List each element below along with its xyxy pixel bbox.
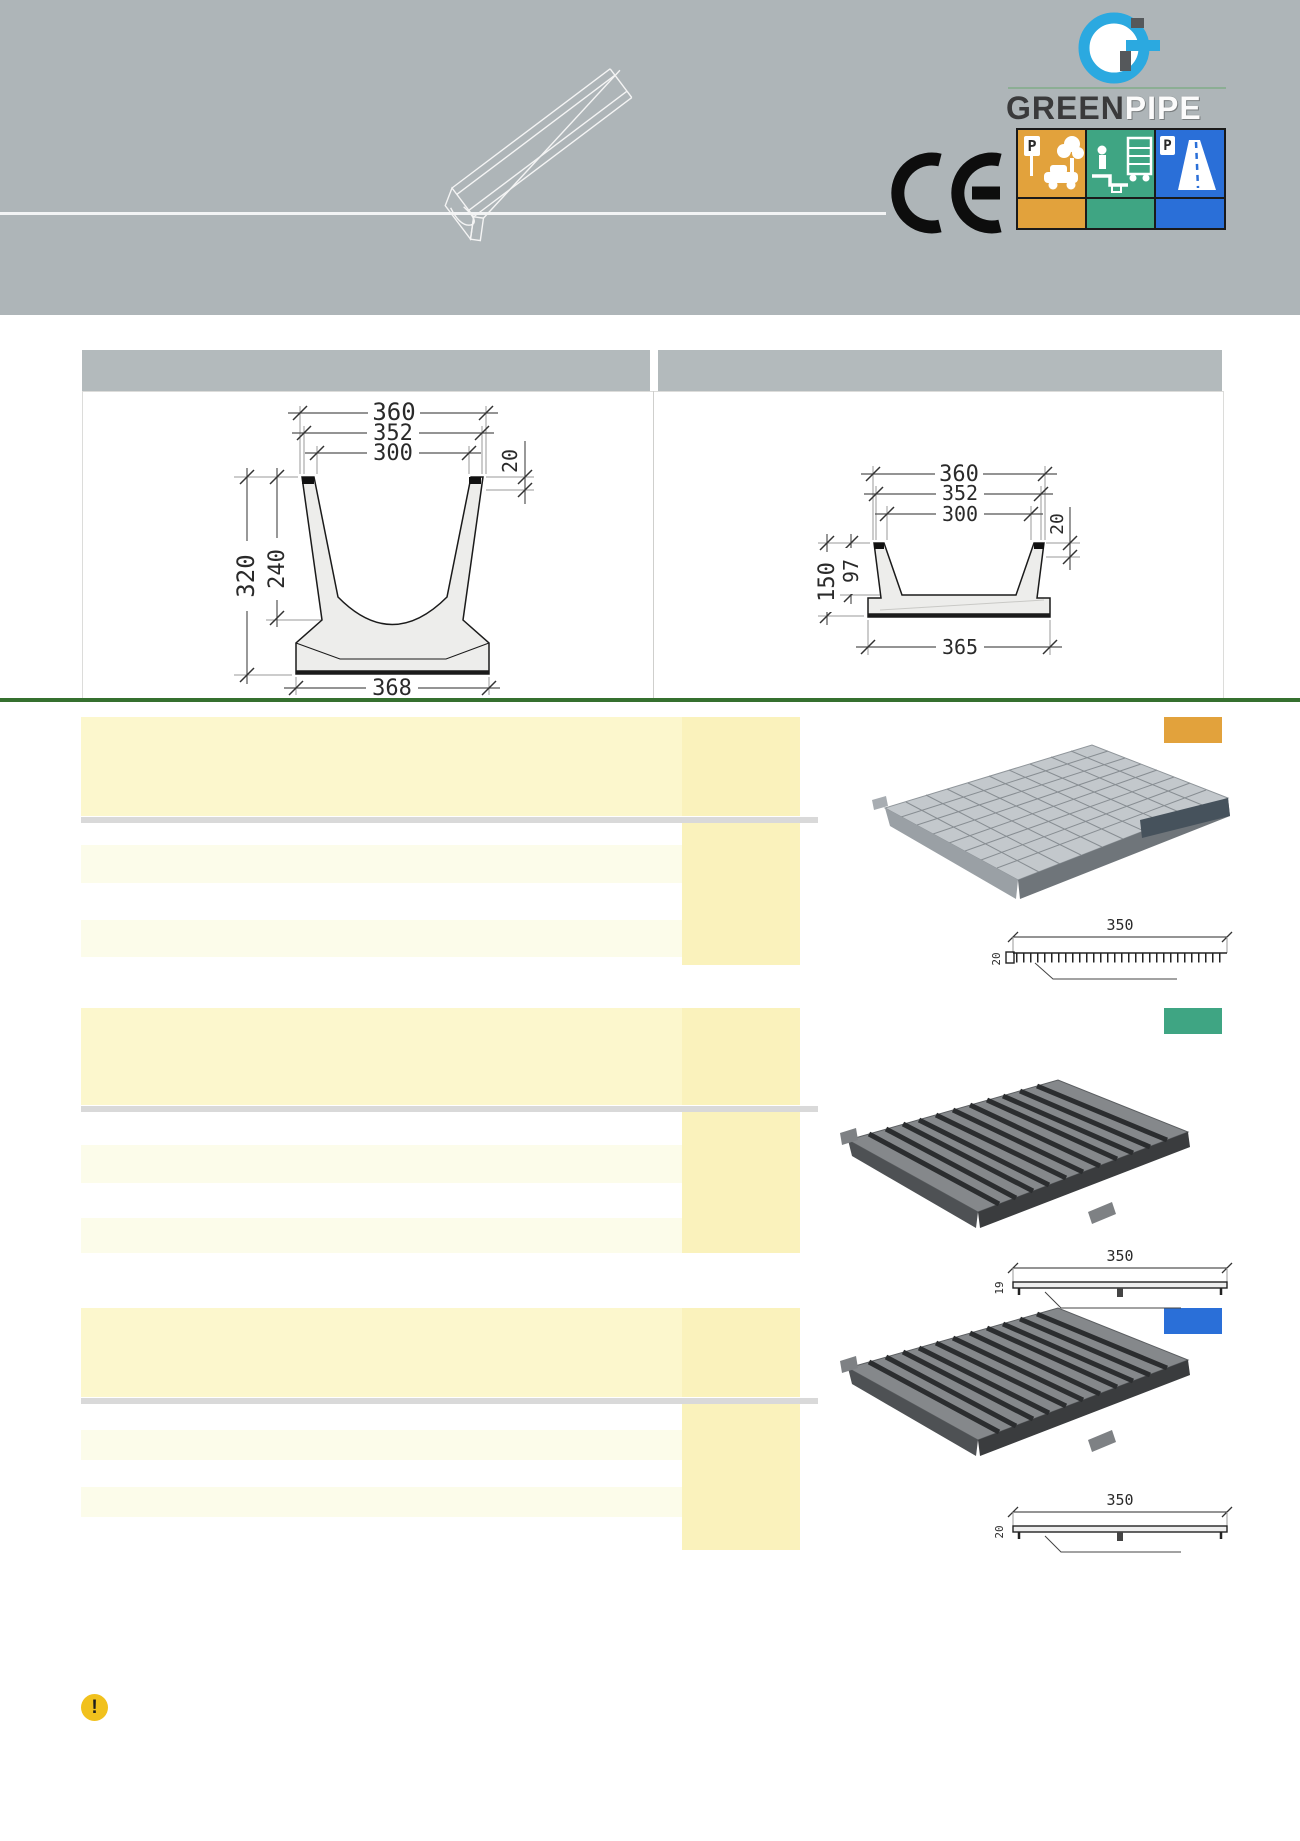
brand-pipe: PIPE <box>1124 90 1202 126</box>
row-divider <box>81 1106 818 1112</box>
panel-title-bar-right <box>658 350 1222 391</box>
table-code-column <box>682 1112 800 1253</box>
section-divider-green <box>0 698 1300 702</box>
dim-360: 360 <box>372 398 415 426</box>
grate-profile-b: 350 19 <box>993 1247 1233 1309</box>
table-row <box>81 1430 682 1460</box>
parking-p-letter: P <box>1027 137 1036 155</box>
profile-width: 350 <box>1106 916 1133 934</box>
table-code-column <box>682 823 800 965</box>
product-photos <box>0 744 1230 1600</box>
row-divider <box>81 817 818 823</box>
dim-150: 150 <box>815 562 840 602</box>
profile-thickness: 20 <box>990 952 1003 965</box>
dim-368: 368 <box>372 676 412 701</box>
table-row <box>81 1487 682 1517</box>
table-row <box>81 920 682 957</box>
table-row <box>81 1145 682 1183</box>
load-class-badge-a <box>1164 717 1222 743</box>
kerb-pictogram-icon <box>1092 136 1153 193</box>
dim-352: 352 <box>373 421 413 446</box>
table-row <box>81 1218 682 1253</box>
dim-20: 20 <box>498 449 522 473</box>
grate-profile-a: 350 20 <box>990 916 1233 980</box>
load-class-strip-road <box>1155 198 1225 229</box>
dim-20: 20 <box>1047 513 1068 535</box>
dim-320: 320 <box>232 554 260 597</box>
channel-full-drawing: 360 352 300 20 320 240 368 <box>232 398 534 701</box>
brand-green: GREEN <box>1006 90 1125 126</box>
profile-width: 350 <box>1106 1491 1133 1509</box>
table-code-column <box>682 1404 800 1550</box>
product-photo-cast-iron-grating <box>840 1308 1190 1456</box>
dim-365: 365 <box>942 635 978 659</box>
dim-240: 240 <box>265 549 290 589</box>
road-p-letter: P <box>1163 138 1171 154</box>
profile-width: 350 <box>1106 1247 1133 1265</box>
road-pictogram-icon: P <box>1160 136 1216 190</box>
parking-pictogram-icon: P <box>1024 136 1084 190</box>
panel-divider <box>653 391 654 698</box>
warning-icon: ! <box>81 1694 108 1721</box>
row-divider <box>81 1398 818 1404</box>
greenpipe-logo-icon <box>1078 12 1160 84</box>
warning-glyph: ! <box>91 1697 98 1718</box>
brand-wordmark: GREENPIPE <box>1006 90 1230 126</box>
profile-thickness: 20 <box>993 1525 1006 1538</box>
grate-profile-c: 350 20 <box>993 1491 1233 1553</box>
product-photo-cast-iron-grating <box>840 1080 1190 1228</box>
channel-line-art <box>444 68 633 242</box>
header-divider-line <box>0 212 886 215</box>
table-code-column <box>682 1008 800 1105</box>
load-class-strip-kerb <box>1086 198 1155 229</box>
load-class-grid: P P <box>1016 128 1226 230</box>
table-row-highlight <box>81 717 800 816</box>
dim-360: 360 <box>939 462 979 487</box>
profile-thickness: 19 <box>993 1281 1006 1294</box>
panel-title-bar-left <box>82 350 650 391</box>
load-class-badge-b <box>1164 1008 1222 1034</box>
dim-352: 352 <box>942 481 978 505</box>
brand-underline <box>1008 87 1226 89</box>
load-class-strip-parking <box>1017 198 1086 229</box>
table-row <box>81 845 682 883</box>
product-photo-galvanized-grating <box>872 744 1230 899</box>
dim-300: 300 <box>373 441 413 466</box>
table-code-column <box>682 717 800 816</box>
ce-mark-icon <box>891 152 1002 234</box>
cross-section-drawings: 360 352 300 20 320 240 368 <box>232 398 1080 701</box>
dim-300: 300 <box>942 502 978 526</box>
dim-97: 97 <box>839 559 863 583</box>
table-row-highlight <box>81 1308 800 1397</box>
channel-low-drawing: 360 352 300 20 150 97 365 <box>815 462 1080 659</box>
table-code-column <box>682 1308 800 1397</box>
table-row-highlight <box>81 1008 800 1105</box>
load-class-badge-c <box>1164 1308 1222 1334</box>
